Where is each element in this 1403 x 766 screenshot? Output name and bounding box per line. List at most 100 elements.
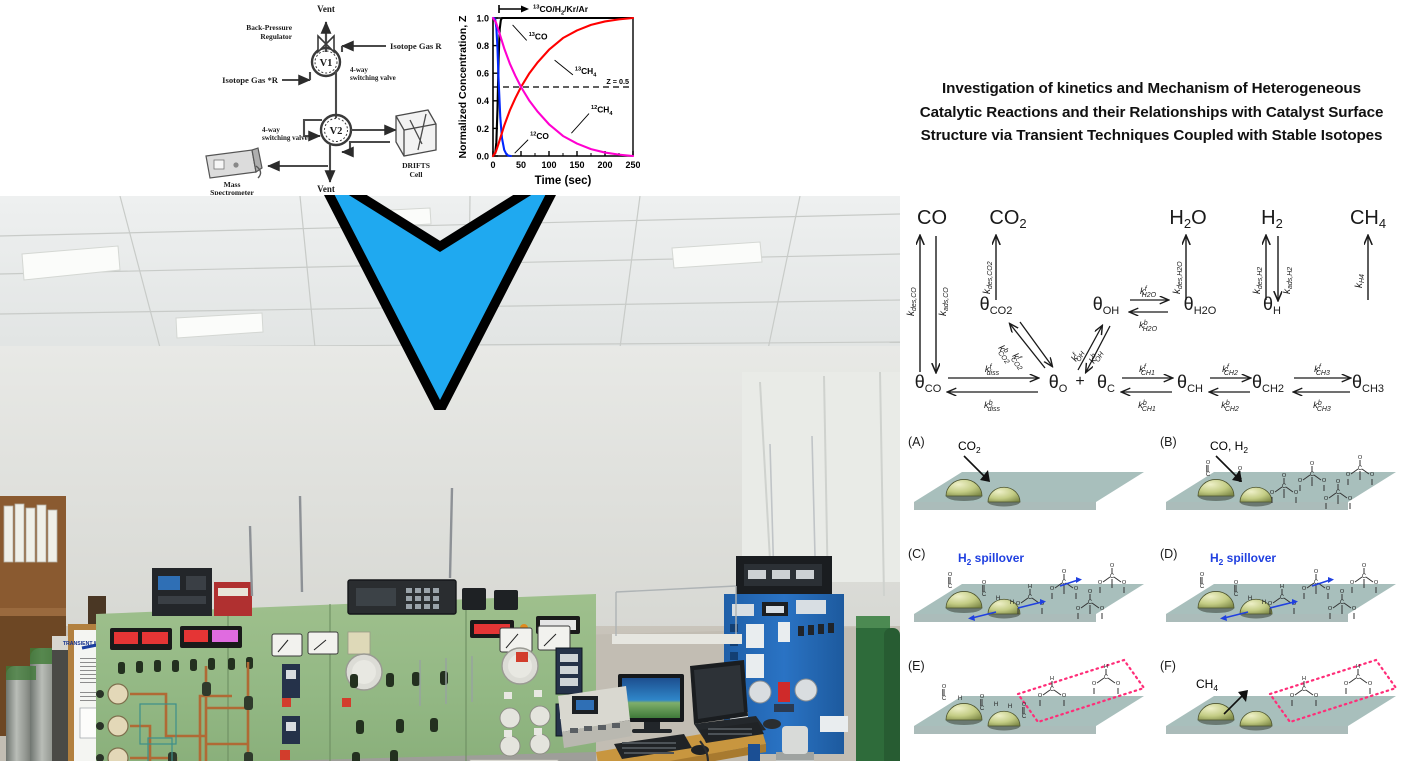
schematic-label-bpr-line2: Regulator	[260, 32, 292, 41]
chart-series-13ch4	[491, 16, 635, 158]
svg-text:H: H	[1280, 584, 1284, 590]
schematic-label-fourway1-line1: 4-way	[350, 66, 368, 74]
adsorbed-hydrogen: H	[1262, 600, 1266, 606]
chart-series-12ch4	[491, 16, 635, 158]
metal-particle	[945, 479, 983, 497]
schematic-label-ms-line2: Spectrometer	[210, 188, 254, 195]
svg-text:C: C	[1206, 472, 1211, 478]
adsorbed-co: CO	[942, 684, 947, 702]
metal-particle	[1197, 703, 1235, 721]
metal-particle	[987, 486, 1021, 503]
panel-tag: (C)	[908, 547, 925, 561]
gas-label-co2: CO2	[989, 207, 1026, 231]
adsorbed-hydrogen: H	[1010, 600, 1014, 606]
background-gutter-right-top	[900, 0, 1403, 58]
theta-co: θCO	[915, 372, 942, 395]
schematic-label-valve-v2: V2	[330, 126, 343, 137]
svg-text:O: O	[1290, 693, 1295, 699]
adsorbed-hydrogen: H	[958, 696, 962, 702]
schematic-label-vent-bottom: Vent	[317, 184, 335, 194]
theta-o: θO	[1049, 372, 1068, 395]
panel-tag: (B)	[1160, 435, 1177, 449]
schematic-label-vent-top: Vent	[317, 4, 335, 14]
svg-text:C: C	[1050, 687, 1055, 693]
schematic-label-fourway2-line1: 4-way	[262, 126, 280, 134]
chart-xtick-label: 150	[569, 160, 584, 170]
svg-text:O: O	[1336, 479, 1341, 485]
blue-down-arrow	[303, 155, 577, 421]
chart-ytick-label: 0.6	[476, 69, 489, 79]
chart-series-12co	[491, 16, 512, 158]
svg-text:O: O	[1314, 569, 1319, 575]
svg-text:O: O	[1088, 589, 1093, 595]
chart-xtick-label: 50	[516, 160, 526, 170]
svg-text:O: O	[1038, 693, 1043, 699]
svg-text:C: C	[1104, 675, 1109, 681]
svg-text:O: O	[1016, 601, 1021, 607]
gas-label-h2o: H2O	[1169, 207, 1206, 231]
chart-xtick-label: 100	[541, 160, 556, 170]
svg-text:O: O	[1326, 586, 1331, 592]
chart-ytick-label: 0.0	[476, 151, 489, 161]
svg-text:O: O	[1362, 563, 1367, 569]
svg-text:O: O	[1282, 473, 1287, 479]
gas-label-h2: H2	[1261, 207, 1283, 231]
rate-k-co2-f: kfCO2	[1008, 351, 1028, 372]
rate-k-h4: kH4	[1354, 274, 1366, 288]
svg-text:C: C	[1234, 592, 1239, 598]
svg-text:H: H	[1104, 664, 1108, 670]
adsorbed-hydrogen: H	[996, 596, 1000, 602]
theta-ch: θCH	[1177, 372, 1203, 395]
svg-text:O: O	[1022, 702, 1027, 708]
svg-text:O: O	[980, 694, 985, 700]
svg-text:O: O	[1298, 478, 1303, 484]
svg-text:O: O	[948, 572, 953, 578]
theta-h2o: θH2O	[1184, 294, 1217, 317]
svg-text:O: O	[1100, 606, 1105, 612]
svg-text:H: H	[1050, 676, 1054, 682]
chart-ytick-label: 0.4	[476, 96, 489, 106]
svg-text:O: O	[1294, 490, 1299, 496]
chart-series-ar	[491, 16, 635, 158]
svg-text:C: C	[1302, 687, 1307, 693]
panel-tag: (A)	[908, 435, 925, 449]
schematic-label-fourway1-line2: switching valve	[350, 74, 396, 82]
svg-text:O: O	[1234, 580, 1239, 586]
adsorbed-hydrogen: H	[994, 702, 998, 708]
svg-text:C: C	[1340, 600, 1345, 606]
spillover-arrow	[968, 577, 1082, 621]
metal-particle	[945, 591, 983, 609]
svg-text:O: O	[1270, 490, 1275, 496]
rate-k-des-h2o: kdes,H2O	[1172, 261, 1184, 294]
schematic-label-isotope-gas-r: Isotope Gas R	[390, 41, 442, 51]
surface-mechanism-panels: (A)CO2COOOCOOOCOOOCOOOCOCO(B)CO, H2COOOC…	[900, 424, 1403, 761]
svg-text:C: C	[1022, 714, 1027, 720]
highlight-box	[1268, 658, 1398, 724]
theta-c: θC	[1097, 372, 1115, 395]
svg-text:O: O	[1292, 601, 1297, 607]
chart-ytick-label: 0.8	[476, 41, 489, 51]
adsorbed-co: CO	[1206, 460, 1211, 478]
metal-particle	[1197, 479, 1235, 497]
panel-annotation: H2 spillover	[958, 551, 1024, 567]
svg-text:C: C	[1282, 484, 1287, 490]
svg-text:O: O	[1358, 455, 1363, 461]
surface-panel-b: COOOCOOOCOOOCOOOCOCO(B)CO, H2	[1160, 435, 1396, 510]
adsorbed-co: CO	[1234, 580, 1239, 598]
poster-title-line-2: Catalytic Reactions and their Relationsh…	[919, 103, 1384, 121]
chart-curve-label: 13CH4	[575, 66, 597, 78]
svg-text:O: O	[1328, 606, 1333, 612]
schematic-label-bpr-line1: Back-Pressure	[246, 23, 292, 32]
highlight-box	[1016, 658, 1146, 724]
